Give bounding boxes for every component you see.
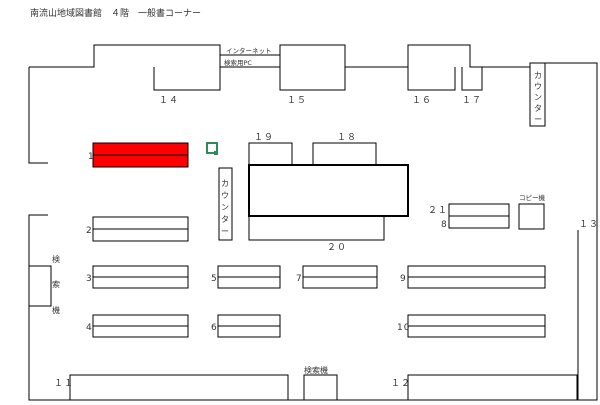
internet-pc-label-line2: 検索用PC: [224, 58, 252, 67]
label-11: １１: [54, 379, 74, 389]
search-terminal-bottom-label: 検索機: [304, 365, 328, 375]
copy-machine: [518, 203, 545, 230]
label-16: １６: [412, 96, 432, 106]
counter-right: [529, 62, 546, 127]
label-7: 7: [296, 274, 303, 284]
label-9: 9: [400, 274, 407, 284]
svg-text:検: 検: [52, 254, 60, 264]
shelf-11: [69, 374, 289, 401]
map-title: 南流山地域図書館 ４階 一般書コーナー: [30, 9, 202, 19]
label-2: 2: [86, 226, 93, 236]
label-15: １５: [287, 96, 307, 106]
counter-center: [218, 167, 233, 241]
label-6: 6: [211, 323, 218, 333]
top-shelf-14: [153, 67, 221, 91]
search-terminal-bottom: [303, 374, 338, 401]
svg-text:機: 機: [52, 305, 60, 315]
label-10: 10: [397, 323, 410, 333]
top-shelf-15: [279, 67, 346, 91]
shelf-19: [248, 142, 293, 166]
label-3: 3: [86, 274, 93, 284]
copy-machine-label: コピー機: [519, 193, 546, 202]
svg-text:カ: カ: [534, 71, 542, 80]
outer-wall: [28, 44, 598, 401]
label-20: ２０: [327, 243, 347, 253]
search-terminal-left: [28, 265, 52, 307]
svg-text:カ: カ: [221, 179, 229, 188]
svg-text:ー: ー: [221, 227, 229, 236]
internet-pc-label-line1: インターネット: [226, 46, 272, 55]
counter-center-label: カ ウ ン タ ー: [221, 179, 229, 236]
shelf-12: [407, 374, 578, 401]
label-18: １８: [337, 133, 357, 143]
central-block: [248, 164, 409, 217]
label-19: １９: [254, 133, 274, 143]
svg-text:ウ: ウ: [534, 82, 542, 91]
shelf-1-highlighted: [92, 142, 189, 168]
label-17: １７: [462, 96, 482, 106]
svg-text:ー: ー: [534, 115, 542, 124]
search-terminal-left-label: 検 索 機: [52, 254, 60, 315]
svg-text:ウ: ウ: [221, 191, 229, 200]
label-13: １３: [579, 220, 599, 230]
counter-right-label: カ ウ ン タ ー: [534, 71, 542, 124]
top-shelf-17: [461, 67, 483, 91]
svg-text:ン: ン: [534, 93, 542, 102]
label-21: ２１: [428, 206, 448, 216]
top-shelf-16: [407, 67, 456, 91]
label-4: 4: [86, 323, 93, 333]
svg-text:ン: ン: [221, 203, 229, 212]
label-12: １２: [391, 379, 411, 389]
svg-text:タ: タ: [221, 215, 229, 224]
svg-text:索: 索: [52, 279, 60, 289]
label-8: 8: [441, 220, 448, 230]
shelf-20: [248, 215, 385, 241]
svg-text:タ: タ: [534, 104, 542, 113]
label-5: 5: [211, 274, 218, 284]
label-1: 1: [88, 152, 95, 162]
current-location-icon: [206, 142, 218, 155]
label-14: １４: [159, 96, 179, 106]
shelf-18: [312, 142, 377, 166]
